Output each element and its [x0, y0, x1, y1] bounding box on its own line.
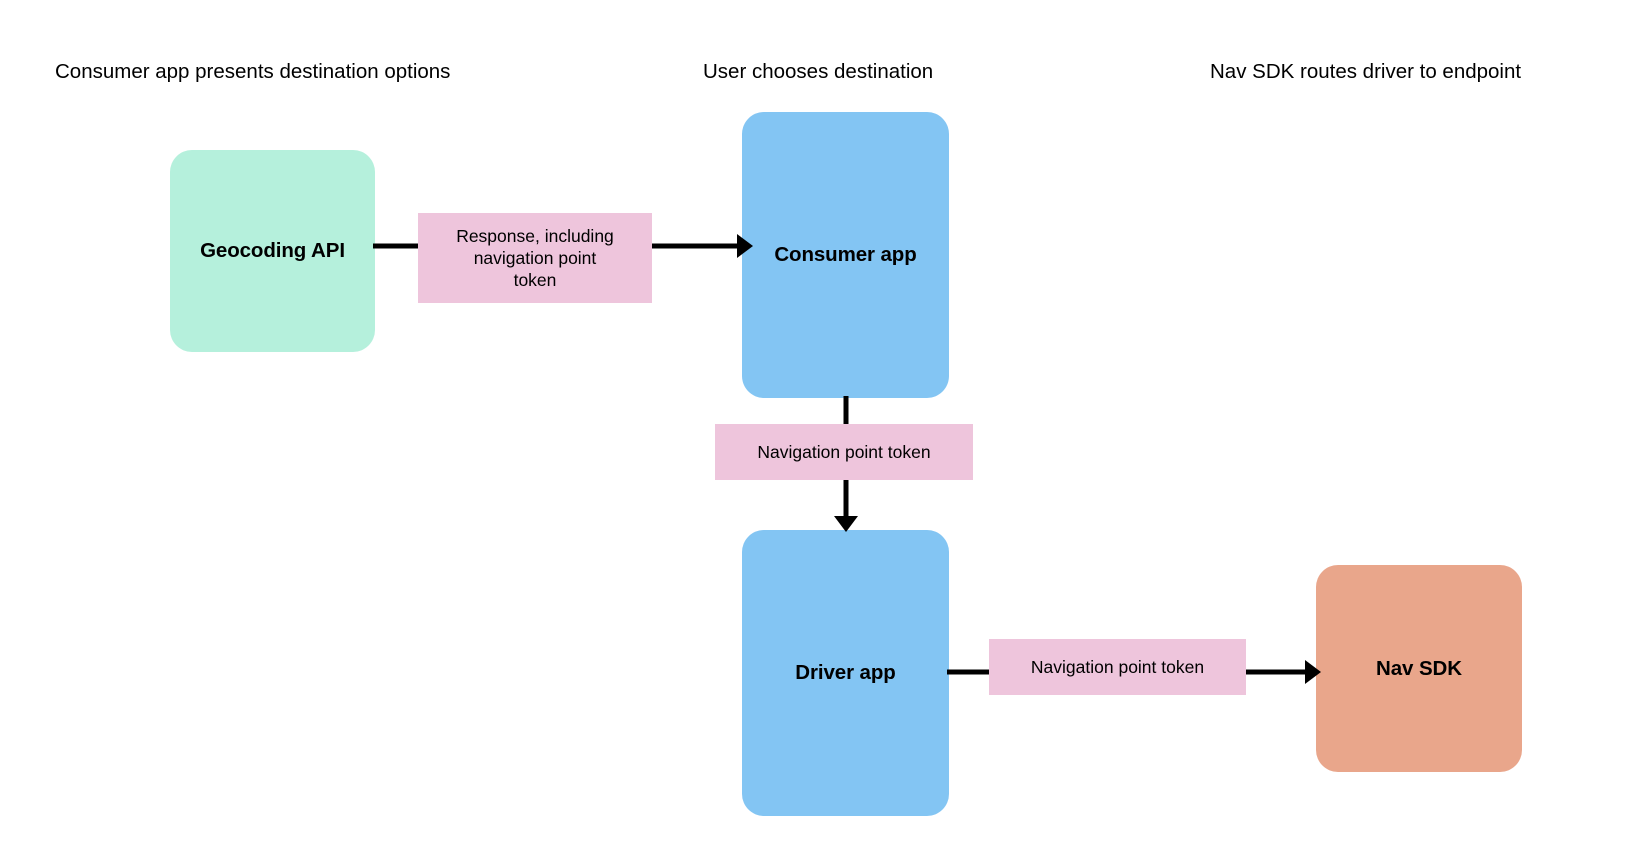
- node-consumer-app[interactable]: Consumer app: [742, 112, 949, 398]
- column-heading-1: Consumer app presents destination option…: [55, 60, 451, 83]
- column-heading-2: User chooses destination: [703, 60, 934, 83]
- arrowhead-icon: [1305, 660, 1321, 684]
- node-consumer-app-label: Consumer app: [774, 243, 917, 266]
- node-geocoding-api[interactable]: Geocoding API: [170, 150, 375, 352]
- column-heading-3: Nav SDK routes driver to endpoint: [1210, 60, 1522, 83]
- edge-label-consumer-to-driver: Navigation point token: [715, 424, 973, 480]
- node-driver-app[interactable]: Driver app: [742, 530, 949, 816]
- node-driver-app-label: Driver app: [795, 661, 896, 684]
- node-nav-sdk-label: Nav SDK: [1376, 656, 1462, 680]
- arrowhead-icon: [834, 516, 858, 532]
- edge-label-line-1: Response, including: [456, 226, 614, 246]
- edge-label-line-2: navigation point: [473, 248, 597, 268]
- node-nav-sdk[interactable]: Nav SDK: [1316, 565, 1522, 772]
- node-geocoding-api-label: Geocoding API: [200, 239, 345, 262]
- edge-label-consumer-to-driver-text: Navigation point token: [757, 442, 931, 462]
- edge-label-driver-to-navsdk-text: Navigation point token: [1030, 657, 1205, 677]
- arrowhead-icon: [737, 234, 753, 258]
- edge-label-driver-to-navsdk: Navigation point token: [989, 639, 1246, 695]
- edge-label-line-3: token: [513, 270, 557, 290]
